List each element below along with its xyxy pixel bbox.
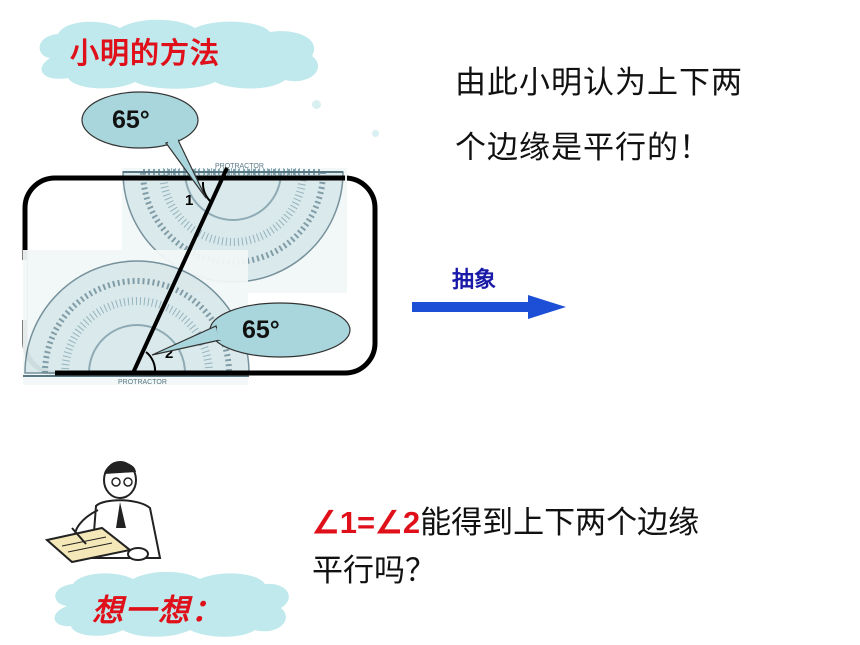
protractor-text-bottom: PROTRACTOR xyxy=(118,379,167,386)
decor-dot xyxy=(312,100,321,109)
angle-equality: ∠1=∠2 xyxy=(312,505,421,540)
question-line-1: ∠1=∠2能得到上下两个边缘 xyxy=(312,497,699,542)
angle-1-value: 65° xyxy=(112,106,150,134)
think-cloud xyxy=(54,571,289,637)
conclusion-line-2: 个边缘是平行的！ xyxy=(455,130,711,166)
angle-2-value: 65° xyxy=(242,316,280,344)
question-text-1: 能得到上下两个边缘 xyxy=(420,505,700,541)
angle-2-bubble xyxy=(151,302,351,358)
protractor-text-top: PROTRACTOR xyxy=(215,163,264,170)
decor-dot xyxy=(372,130,379,137)
title-cloud xyxy=(39,19,319,89)
question-line-2: 平行吗？ xyxy=(312,553,436,589)
page-title: 小明的方法 xyxy=(70,36,221,70)
angle-1-bubble xyxy=(81,91,207,199)
conclusion-line-1: 由此小明认为上下两 xyxy=(455,65,743,101)
angle-2-label: 2 xyxy=(165,345,173,362)
think-label: 想一想： xyxy=(92,593,224,629)
abstract-label: 抽象 xyxy=(452,268,497,293)
thinking-person-icon xyxy=(44,461,162,564)
right-arrow-icon xyxy=(412,295,566,319)
angle-1-label: 1 xyxy=(185,192,193,209)
